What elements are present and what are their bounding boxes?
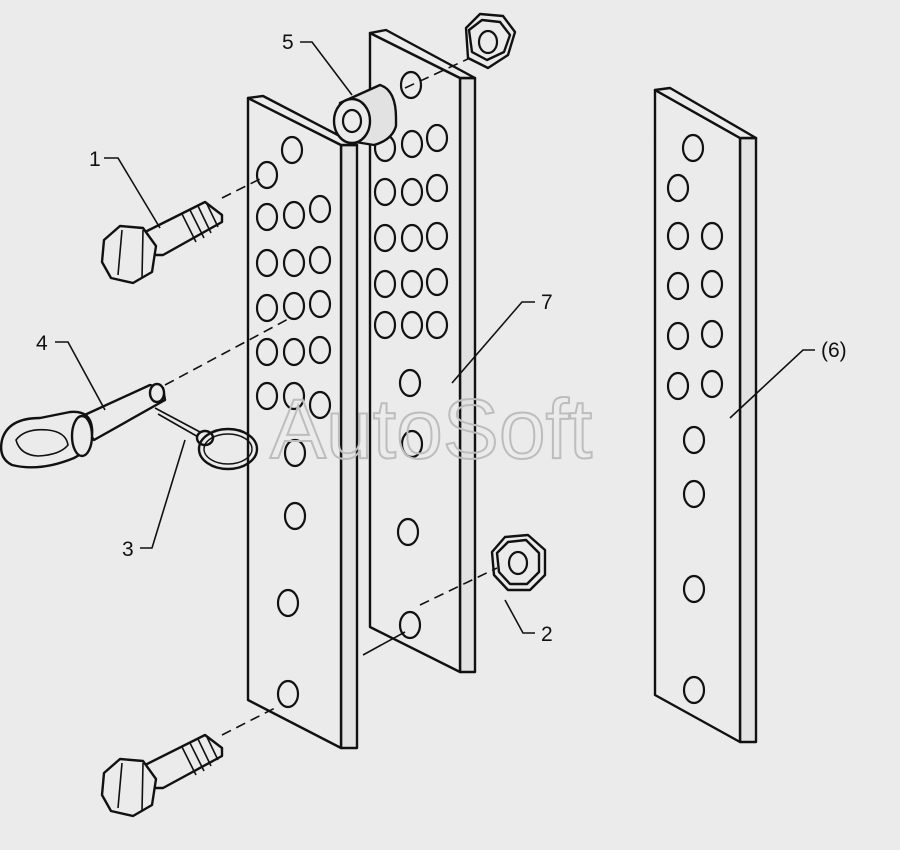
plate-hole	[308, 194, 332, 224]
plate-hole	[282, 291, 306, 321]
plate-hole	[280, 135, 304, 165]
plate-6-holes	[666, 133, 724, 705]
plate-hole	[400, 429, 424, 459]
plate-6	[653, 86, 758, 744]
plate-hole	[400, 310, 424, 340]
plate-front-holes	[255, 135, 332, 709]
plate-hole	[373, 223, 397, 253]
plate-hole	[425, 267, 449, 297]
plate-hole	[398, 610, 422, 640]
pin-4	[0, 382, 167, 469]
callout-2: 2	[541, 623, 553, 646]
spacer-5	[332, 83, 398, 147]
plate-hole	[666, 371, 690, 401]
plate-hole	[308, 245, 332, 275]
axis-nut-top	[404, 57, 471, 89]
plate-hole	[682, 479, 706, 509]
nut-2	[490, 533, 547, 592]
callout-6: (6)	[821, 339, 847, 362]
plate-hole	[282, 200, 306, 230]
callout-3: 3	[122, 538, 134, 561]
plate-hole	[682, 425, 706, 455]
leader-lines	[55, 41, 815, 634]
callout-5: 5	[282, 31, 294, 54]
plate-hole	[398, 368, 422, 398]
plate-hole	[373, 269, 397, 299]
plate-hole	[255, 202, 279, 232]
plate-hole	[283, 438, 307, 468]
nut-top	[464, 12, 517, 70]
plate-hole	[425, 221, 449, 251]
plate-hole	[373, 177, 397, 207]
plate-hole	[276, 588, 300, 618]
plate-hole	[255, 337, 279, 367]
axis-nut-2	[419, 567, 498, 606]
plate-hole	[308, 335, 332, 365]
plate-hole	[308, 390, 332, 420]
plate-hole	[682, 574, 706, 604]
watermark: AutoSoft	[270, 382, 592, 476]
plate-hole	[400, 223, 424, 253]
axis-bolt-1	[221, 177, 263, 199]
plate-hole	[255, 248, 279, 278]
plate-hole	[682, 675, 706, 705]
plate-hole	[255, 381, 279, 411]
plate-hole	[308, 289, 332, 319]
plate-hole	[282, 248, 306, 278]
link-line-lower	[362, 631, 406, 656]
plate-hole	[666, 221, 690, 251]
plate-hole	[255, 293, 279, 323]
plate-hole	[425, 173, 449, 203]
plate-hole	[681, 133, 705, 163]
plate-hole	[255, 160, 279, 190]
callout-1: 1	[89, 148, 101, 171]
plate-hole	[400, 129, 424, 159]
axis-bolt-bottom	[221, 707, 276, 736]
axis-pin-4	[164, 317, 291, 386]
callout-4: 4	[36, 332, 48, 355]
plate-hole	[700, 369, 724, 399]
plate-hole	[425, 123, 449, 153]
plate-hole	[425, 310, 449, 340]
plate-hole	[700, 269, 724, 299]
plate-hole	[282, 381, 306, 411]
plate-hole	[373, 310, 397, 340]
lanyard-3	[154, 407, 259, 471]
plate-hole	[666, 321, 690, 351]
plate-hole	[666, 173, 690, 203]
plate-hole	[400, 269, 424, 299]
plate-hole	[700, 319, 724, 349]
plate-hole	[276, 679, 300, 709]
plate-hole	[666, 271, 690, 301]
plate-hole	[396, 517, 420, 547]
plate-hole	[282, 337, 306, 367]
bolt-1	[100, 200, 224, 285]
bolt-bottom	[100, 733, 224, 818]
callout-7: 7	[541, 291, 553, 314]
plate-hole	[400, 177, 424, 207]
plate-hole	[700, 221, 724, 251]
plate-hole	[283, 501, 307, 531]
